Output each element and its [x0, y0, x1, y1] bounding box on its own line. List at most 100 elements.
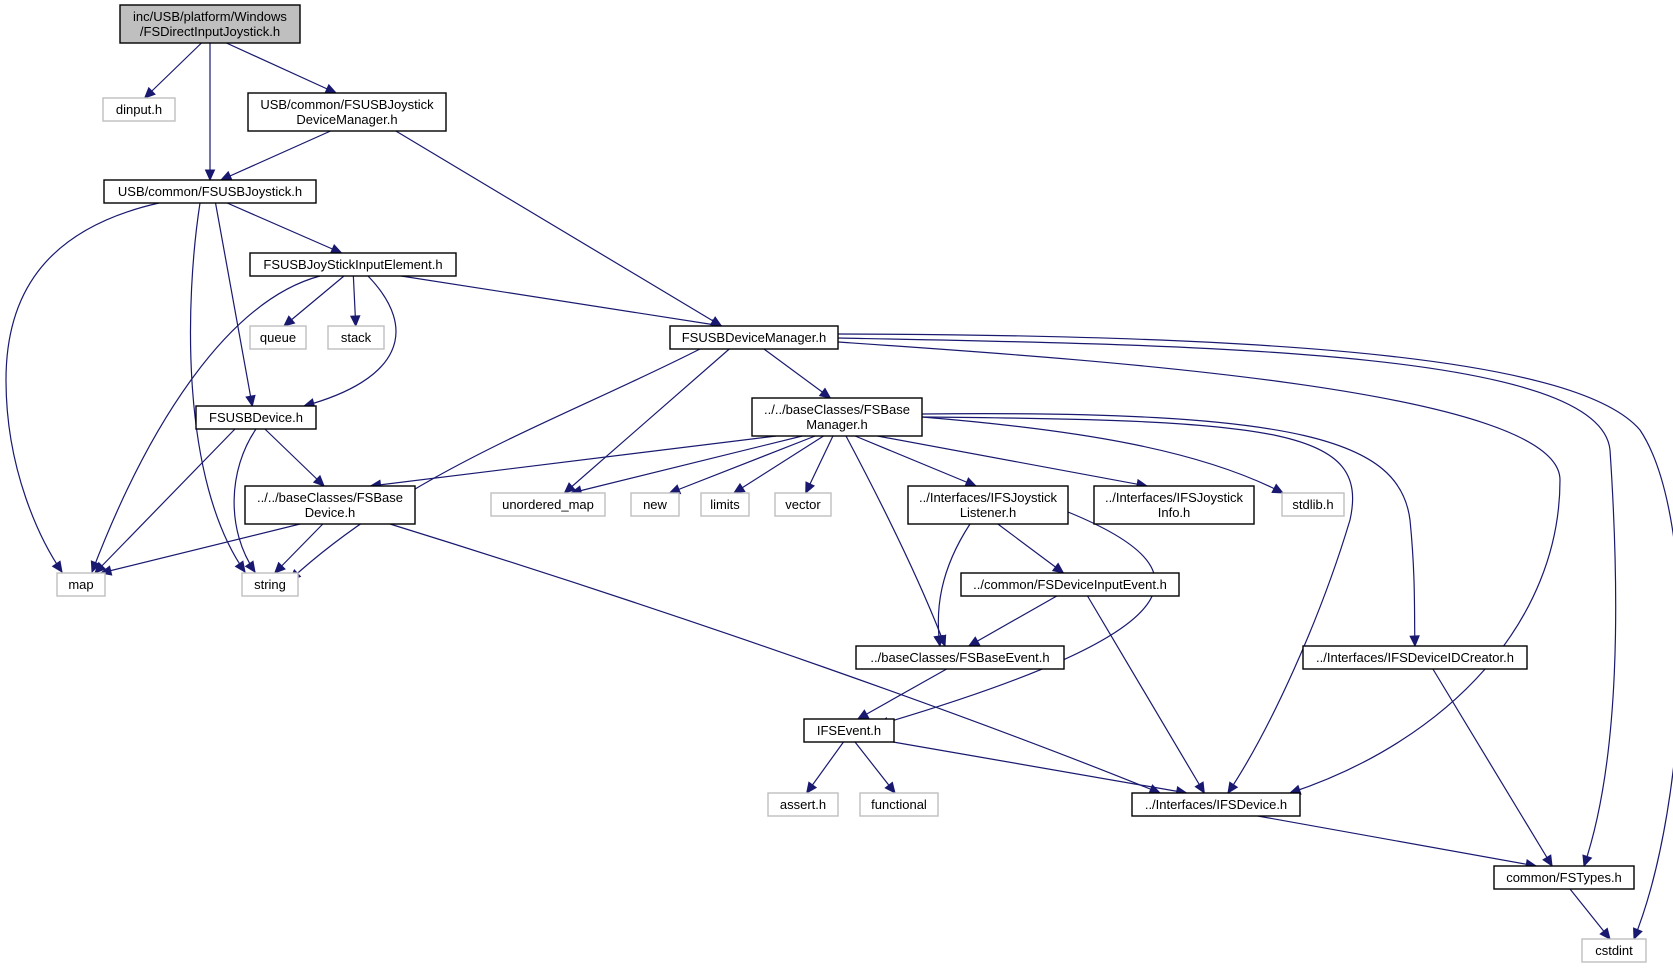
node-assert: assert.h	[767, 792, 839, 817]
node-label: functional	[871, 797, 927, 812]
node-stack: stack	[327, 325, 385, 350]
node-label: inc/USB/platform/Windows	[133, 9, 287, 24]
node-root[interactable]: inc/USB/platform/Windows/FSDirectInputJo…	[119, 4, 301, 44]
edge-joylistener-to-ifsevent	[877, 511, 1156, 726]
arrowhead-basemgr-to-new	[668, 484, 682, 495]
edge-devmgr-to-basemgr	[763, 348, 831, 399]
edge-inputelem-to-map	[91, 275, 321, 573]
node-label: USB/common/FSUSBJoystick	[260, 97, 434, 112]
node-box	[195, 405, 317, 430]
node-label: FSUSBJoyStickInputElement.h	[263, 257, 442, 272]
edge-joylistener-to-baseevent	[937, 523, 971, 647]
node-box	[767, 792, 839, 817]
node-functional: functional	[859, 792, 939, 817]
node-devmgr[interactable]: FSUSBDeviceManager.h	[669, 325, 839, 350]
arrowhead-basemgr-to-joylistener	[964, 477, 978, 487]
edge-usbdevice-to-string	[233, 428, 257, 573]
node-box	[1493, 865, 1635, 890]
node-string: string	[241, 572, 299, 597]
arrowhead-basemgr-to-devidcreator	[1409, 635, 1420, 648]
node-usbdevice[interactable]: FSUSBDevice.h	[195, 405, 317, 430]
node-label: stack	[341, 330, 372, 345]
node-box	[247, 92, 447, 132]
node-label: queue	[260, 330, 296, 345]
node-box	[102, 97, 176, 122]
node-fstypes[interactable]: common/FSTypes.h	[1493, 865, 1635, 890]
node-box	[1581, 938, 1647, 963]
node-box	[803, 718, 895, 743]
arrowhead-fstypes-to-cstdint	[1599, 927, 1611, 940]
node-box	[103, 179, 317, 204]
edge-basemgr-to-vector	[805, 435, 834, 494]
edge-inputelem-to-usbdevice	[303, 275, 397, 407]
edge-devmgr-to-fstypes	[837, 337, 1617, 867]
edge-ifsevent-to-functional	[854, 741, 896, 794]
node-box	[751, 397, 923, 437]
node-vector: vector	[774, 492, 832, 517]
node-label: ../Interfaces/IFSDeviceIDCreator.h	[1316, 650, 1514, 665]
node-box	[1093, 485, 1255, 525]
arrowhead-devmgr-to-unordered_map	[563, 482, 576, 494]
node-label: ../common/FSDeviceInputEvent.h	[973, 577, 1167, 592]
node-label: assert.h	[780, 797, 826, 812]
node-label: FSUSBDeviceManager.h	[682, 330, 827, 345]
arrowhead-basemgr-to-ifsdevice	[1227, 781, 1239, 795]
edge-devmgr-to-string	[289, 348, 701, 581]
node-label: Manager.h	[806, 417, 867, 432]
node-box	[774, 492, 832, 517]
edge-usbjoy-to-inputelem	[226, 202, 342, 254]
arrowhead-devmgr-to-basemgr	[818, 387, 832, 399]
arrowhead-devmgr-to-fstypes	[1582, 854, 1593, 868]
edge-fstypes-to-cstdint	[1569, 888, 1611, 940]
node-label: USB/common/FSUSBJoystick.h	[118, 184, 302, 199]
edge-basemgr-to-limits	[733, 435, 824, 494]
node-label: vector	[785, 497, 821, 512]
edge-usbjoymgr-to-devmgr	[395, 130, 722, 327]
node-label: IFSEvent.h	[817, 723, 881, 738]
node-inputelem[interactable]: FSUSBJoyStickInputElement.h	[249, 252, 457, 277]
edge-root-to-usbjoymgr	[226, 42, 337, 94]
graph-nodes: inc/USB/platform/Windows/FSDirectInputJo…	[56, 4, 1647, 963]
edge-basemgr-to-stdlib	[921, 416, 1284, 494]
arrowhead-inputelem-to-map	[90, 560, 101, 574]
edge-devinputevent-to-baseevent	[968, 595, 1058, 647]
node-map: map	[56, 572, 106, 597]
node-label: ../Interfaces/IFSJoystick	[1105, 490, 1243, 505]
node-box	[1302, 645, 1528, 670]
node-box	[855, 645, 1065, 670]
node-label: DeviceManager.h	[296, 112, 397, 127]
node-usbjoy[interactable]: USB/common/FSUSBJoystick.h	[103, 179, 317, 204]
node-label: unordered_map	[502, 497, 594, 512]
arrowhead-baseevent-to-ifsevent	[856, 709, 870, 720]
edge-basemgr-to-basedevice	[370, 435, 777, 487]
node-ifsevent[interactable]: IFSEvent.h	[803, 718, 895, 743]
node-label: string	[254, 577, 286, 592]
node-box	[669, 325, 839, 350]
node-label: ../baseClasses/FSBaseEvent.h	[870, 650, 1049, 665]
node-box	[907, 485, 1069, 525]
arrowhead-joylistener-to-devinputevent	[1051, 562, 1065, 574]
edge-basedevice-to-string	[274, 523, 324, 574]
arrowhead-usbjoy-to-map	[51, 560, 63, 574]
node-baseevent[interactable]: ../baseClasses/FSBaseEvent.h	[855, 645, 1065, 670]
node-box	[490, 492, 606, 517]
node-ifsdevice[interactable]: ../Interfaces/IFSDevice.h	[1131, 792, 1301, 817]
node-devidcreator[interactable]: ../Interfaces/IFSDeviceIDCreator.h	[1302, 645, 1528, 670]
node-unordered_map: unordered_map	[490, 492, 606, 517]
node-box	[241, 572, 299, 597]
edge-inputelem-to-queue	[283, 275, 345, 327]
arrowhead-root-to-dinput	[143, 86, 156, 99]
arrowhead-root-to-usbjoy	[204, 169, 216, 182]
edge-inputelem-to-devmgr	[401, 275, 723, 327]
node-devinputevent[interactable]: ../common/FSDeviceInputEvent.h	[960, 572, 1180, 597]
node-dinput: dinput.h	[102, 97, 176, 122]
arrowhead-usbjoymgr-to-usbjoy	[219, 170, 233, 181]
node-label: FSUSBDevice.h	[209, 410, 303, 425]
edge-ifsevent-to-ifsdevice	[892, 741, 1187, 794]
edge-basemgr-to-joylistener	[854, 435, 977, 487]
